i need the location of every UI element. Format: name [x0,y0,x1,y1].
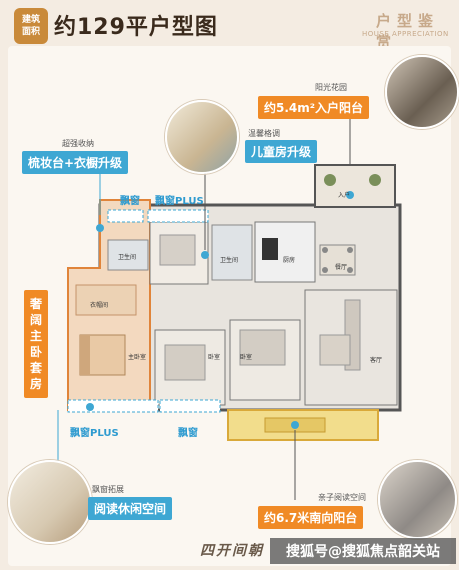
bay-bottom2-label: 飘窗 [178,428,198,439]
master-suite-tag: 奢阔主卧套房 [24,290,48,398]
room-entry: 入户 [338,192,351,199]
garden-tag: 约5.4m²入户阳台 [258,96,370,119]
room-bath1: 卫生间 [118,254,137,261]
badge-line2: 面积 [21,27,40,37]
subtitle-en: HOUSE APPRECIATION [362,30,449,38]
page-title: 约129平户型图 [54,15,218,40]
kids-room-photo [165,100,239,174]
room-master: 主卧室 [128,354,147,361]
kids-tag: 儿童房升级 [245,140,318,163]
kids-small-label: 温馨格调 [248,129,280,138]
badge-line1: 建筑 [21,15,40,25]
storage-tag: 梳妆台+衣橱升级 [22,151,129,174]
room-living: 客厅 [370,357,383,364]
garden-small-label: 阳光花园 [315,83,347,92]
bay-top2-label: 飘窗PLUS [155,196,204,207]
area-badge: 建筑 面积 [14,8,48,44]
balcony-small-label: 亲子阅读空间 [318,493,366,502]
bay-small-label: 飘窗拓展 [92,485,124,494]
balcony-tag: 约6.7米南向阳台 [258,506,364,529]
room-dining: 餐厅 [335,264,348,271]
garden-photo [385,55,459,129]
room-kitchen: 厨房 [283,257,296,264]
balcony-photo [378,460,457,539]
room-closet: 衣帽间 [90,302,109,309]
bay-window-photo [8,460,92,544]
bottom-banner: 四开间朝 [200,543,264,559]
room-bedroom3: 卧室 [208,354,221,361]
bay-top1-label: 飘窗 [120,196,140,207]
storage-small-label: 超强收纳 [62,139,94,148]
bay-bottom1-label: 飘窗PLUS [70,428,119,439]
room-bedroom2: 卧室 [240,354,253,361]
bay-tag: 阅读休闲空间 [88,497,173,520]
watermark: 搜狐号@搜狐焦点韶关站 [270,538,456,564]
room-bath2: 卫生间 [220,257,239,264]
